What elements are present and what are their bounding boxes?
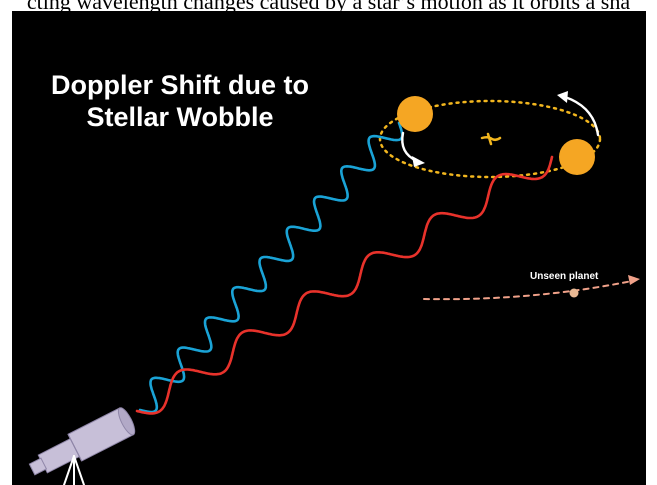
tripod-icon — [63, 455, 85, 485]
title-line-2: Stellar Wobble — [86, 102, 274, 132]
blueshift-wave — [138, 121, 404, 414]
diagram-title: Doppler Shift due to Stellar Wobble — [20, 69, 340, 133]
arrowhead-right-icon — [557, 91, 568, 103]
star-right — [559, 139, 595, 175]
planet-path-arrowhead-icon — [628, 275, 640, 285]
center-of-mass-icon — [480, 132, 502, 146]
star-upper-left — [397, 96, 433, 132]
telescope-icon — [28, 407, 136, 485]
planet-label: Unseen planet — [530, 271, 599, 282]
redshift-wave — [135, 155, 554, 415]
motion-arrow-left — [401, 131, 419, 163]
planet-path — [423, 280, 633, 301]
orbit-ellipse — [378, 99, 602, 179]
diagram-panel: Doppler Shift due to Stellar Wobble — [12, 11, 646, 485]
unseen-planet — [569, 288, 579, 298]
title-line-1: Doppler Shift due to — [51, 70, 309, 100]
motion-arrow-right — [563, 95, 600, 137]
doppler-diagram: Unseen planet — [28, 91, 640, 485]
arrowhead-left-icon — [412, 156, 425, 167]
top-caption: cting wavelength changes caused by a sta… — [26, 0, 631, 14]
